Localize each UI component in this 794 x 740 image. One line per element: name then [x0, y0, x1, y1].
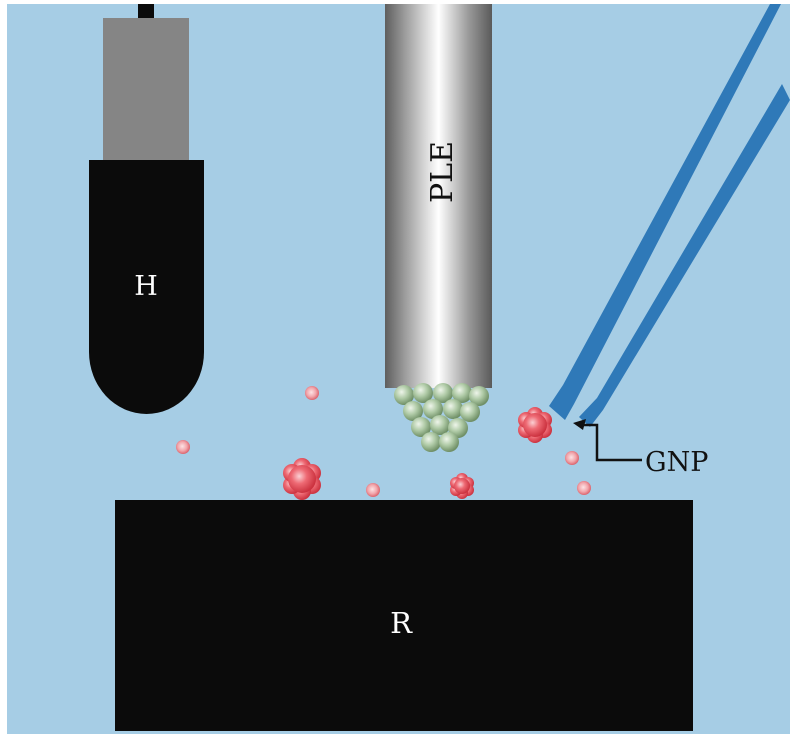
nanoparticle-large	[283, 458, 321, 500]
electrode-label: PLE	[425, 141, 460, 203]
pipette-wall-upper	[549, 4, 781, 420]
gnp-label: GNP	[645, 447, 708, 478]
electrode-body	[385, 4, 492, 388]
electrode-bead	[413, 383, 433, 403]
electrode-bead	[439, 432, 459, 452]
holder-cable	[138, 4, 154, 20]
electrode-bead	[433, 383, 453, 403]
electrode-bead	[423, 399, 443, 419]
gnp-pointer-line	[584, 423, 642, 462]
holder-label: H	[134, 271, 158, 302]
electrode-bead	[452, 383, 472, 403]
nanoparticle-medium	[450, 473, 474, 499]
electrode-bead	[411, 417, 431, 437]
nanoparticle-small	[176, 440, 190, 454]
reservoir: R	[115, 500, 693, 731]
electrode-bead	[430, 415, 450, 435]
reservoir-block	[115, 500, 693, 731]
holder-cap	[103, 18, 189, 162]
holder-body	[89, 160, 204, 414]
electrode-bead	[443, 399, 463, 419]
electrode: PLE	[385, 4, 492, 452]
electrode-bead	[469, 386, 489, 406]
electrode-bead-cluster	[394, 383, 489, 452]
pipette	[549, 4, 790, 430]
nanoparticle-small	[305, 386, 319, 400]
pipette-wall-lower	[579, 84, 790, 427]
electrode-bead	[421, 432, 441, 452]
nanoparticle-small	[577, 481, 591, 495]
holder: H	[89, 4, 204, 414]
nanoparticle-small	[565, 451, 579, 465]
nanoparticles	[176, 386, 591, 500]
pipette-tip-marker	[573, 419, 586, 430]
electrode-bead	[403, 401, 423, 421]
electrode-bead	[460, 402, 480, 422]
electrode-bead	[394, 385, 414, 405]
nanoparticle-large	[518, 407, 552, 443]
nanoparticle-small	[366, 483, 380, 497]
reservoir-label: R	[390, 606, 413, 640]
